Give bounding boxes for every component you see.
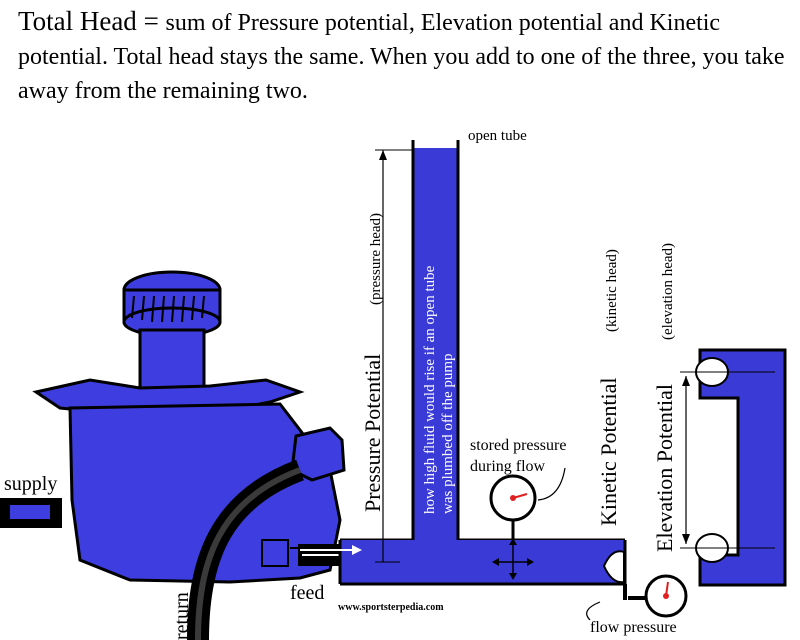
feed-label: feed [290,582,324,604]
open-tube-label: open tube [468,128,527,144]
equals-sign: = [136,6,166,36]
flow-pressure-label: flow pressure [590,619,677,636]
oil-pump-illustration [0,270,346,640]
pipe-outlet [602,550,627,600]
pressure-potential-label: Pressure Potential [360,354,385,512]
tube-note-line2: was plumbed off the pump [440,353,456,514]
stored-pressure-line2: during flow [470,458,546,475]
return-label: return [171,592,193,640]
total-head-term: Total Head [18,6,137,36]
total-head-definition: sum of Pressure potential, Elevation pot… [18,10,785,104]
pressure-head-label: (pressure head) [368,213,384,305]
watermark-text: www.sportsterpedia.com [338,602,444,613]
pipe-system [300,140,627,586]
supply-label: supply [4,473,57,495]
flow-pressure-gauge [586,574,688,621]
stored-pressure-gauge [489,467,566,522]
elevation-head-label: (elevation head) [660,243,676,340]
stored-pressure-line1: stored pressure [470,437,566,454]
kinetic-potential-label: Kinetic Potential [596,378,621,526]
header-text: Total Head = sum of Pressure potential, … [18,4,788,108]
elevation-potential-label: Elevation Potential [652,384,677,552]
tube-note-line1: how high fluid would rise if an open tub… [422,265,438,514]
elevation-loop [680,348,787,587]
kinetic-head-label: (kinetic head) [604,249,620,332]
